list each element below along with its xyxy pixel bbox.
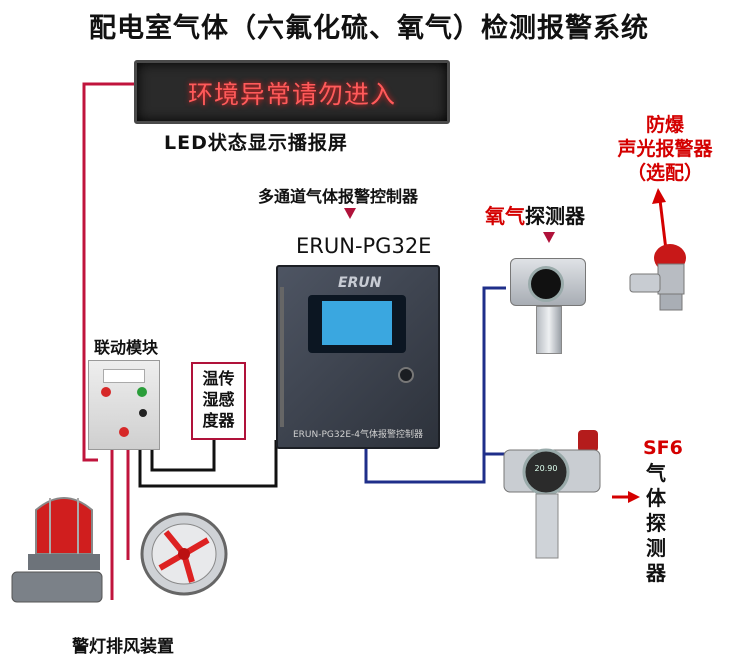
sf6-display: 20.90 [534,464,558,473]
sf6-detector-label: SF6 气 体 探 测 器 [643,436,683,586]
alarm-caption-line-1: 防爆 [645,114,684,136]
alarm-arrow-line [658,199,668,251]
controller-panel: ERUN ERUN-PG32E-4气体报警控制器 [276,265,440,449]
led-caption: LED状态显示播报屏 [164,132,348,154]
temp-humidity-sensor: 温传 湿感 度器 [191,362,246,440]
linkage-label: 联动模块 [94,338,159,357]
temp-humidity-line-3: 度器 [202,411,235,430]
controller-knob [398,367,414,383]
controller-arrow [344,208,356,219]
black-wire-sensor [150,436,216,472]
temp-humidity-line-2: 湿感 [202,390,235,409]
diagram-title: 配电室气体（六氟化硫、氧气）检测报警系统 [89,13,649,44]
linkage-stop-button [119,427,129,437]
controller-display [308,295,406,353]
sf6-label-char-2: 体 [646,486,666,510]
exhaust-fan-icon [140,512,228,596]
blue-wire-bus [364,286,506,484]
sf6-detector-icon [503,430,601,559]
sf6-label-char-3: 探 [646,511,666,535]
led-screen: 环境异常请勿进入 [134,60,450,124]
alarm-arrow-head [652,188,666,204]
alarm-caption-line-3: （选配） [626,162,703,184]
red-wire-led [82,82,134,462]
panel-hinge [280,287,284,427]
sf6-arrow-head [628,491,640,503]
black-wire-controller [138,440,278,488]
sf6-label-char-1: 气 [646,461,666,485]
warning-lamp-icon [11,497,103,603]
controller-front-label: ERUN-PG32E-4气体报警控制器 [292,430,424,440]
alarm-caption: 防爆 声光报警器 （选配） [600,113,730,185]
o2-detector-window [528,266,564,302]
o2-label-highlight: 氧气 [485,204,525,228]
controller-logo: ERUN [338,275,382,291]
o2-arrow [543,232,555,243]
linkage-switch [139,409,147,417]
alarm-icon [629,244,686,311]
linkage-green-button [137,387,147,397]
o2-detector-sensor [536,306,562,354]
controller-screen [322,301,392,345]
linkage-module [88,360,160,450]
o2-label-rest: 探测器 [525,204,585,228]
temp-humidity-line-1: 温传 [202,369,235,388]
o2-detector-label: 氧气探测器 [485,200,585,229]
sf6-label-char-5: 器 [646,561,666,585]
linkage-nameplate [103,369,145,383]
alarm-caption-line-2: 声光报警器 [617,138,713,160]
controller-model: ERUN-PG32E [296,234,432,258]
linkage-red-button [101,387,111,397]
sf6-label-char-4: 测 [646,536,666,560]
led-screen-text: 环境异常请勿进入 [187,80,396,109]
temp-humidity-text: 温传 湿感 度器 [193,368,244,431]
warning-devices-caption: 警灯排风装置 [72,637,174,657]
sf6-label-highlight: SF6 [643,437,683,459]
controller-caption: 多通道气体报警控制器 [258,187,419,206]
